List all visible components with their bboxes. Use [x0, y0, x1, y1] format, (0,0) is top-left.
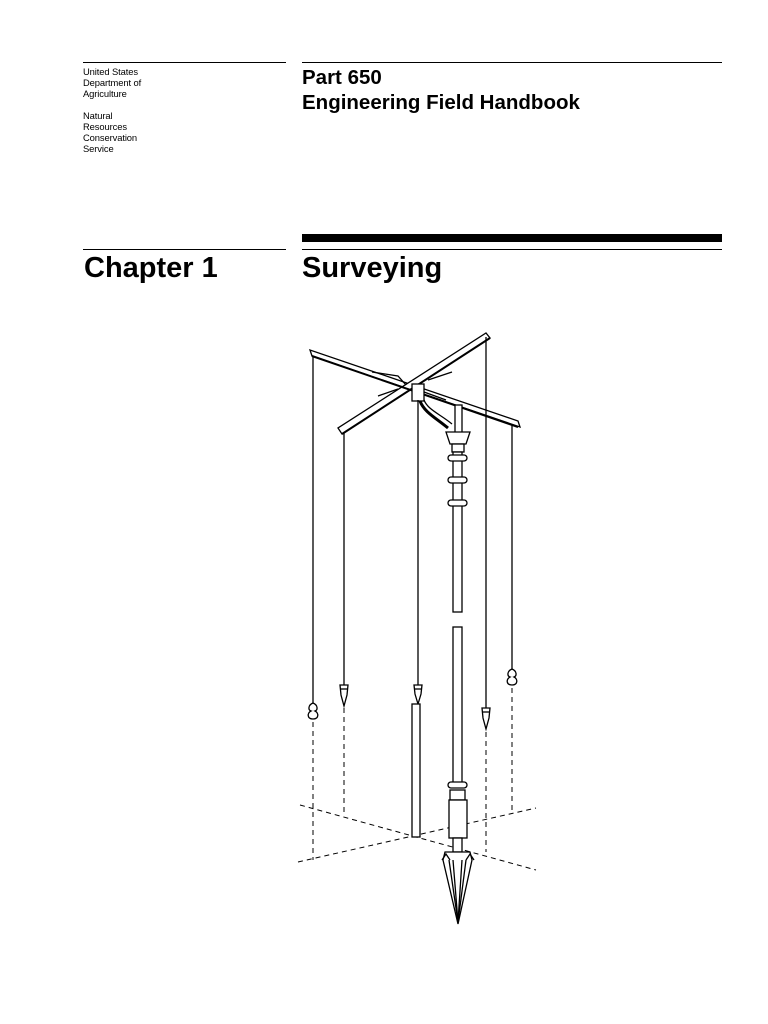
- service-line: Service: [83, 143, 114, 154]
- agency-block: United States Department of Agriculture …: [83, 66, 273, 154]
- agency-line: Department of: [83, 77, 142, 88]
- handbook-title-block: Part 650 Engineering Field Handbook: [302, 65, 722, 115]
- agency-line: United States: [83, 66, 138, 77]
- surveying-plumb-bob-rod-icon: [297, 332, 537, 925]
- chapter-number: Chapter 1: [84, 252, 218, 284]
- agency-line: Agriculture: [83, 88, 127, 99]
- handbook-top-rule: [302, 62, 722, 63]
- agency-top-rule: [83, 62, 286, 63]
- service-line: Resources: [83, 121, 127, 132]
- chapter-right-rule: [302, 249, 722, 250]
- part-number: Part 650: [302, 66, 382, 89]
- service-line: Conservation: [83, 132, 138, 143]
- service-line: Natural: [83, 110, 113, 121]
- chapter-thick-rule: [302, 234, 722, 242]
- chapter-title: Surveying: [302, 252, 443, 284]
- chapter-left-rule: [83, 249, 286, 250]
- handbook-title: Engineering Field Handbook: [302, 91, 580, 114]
